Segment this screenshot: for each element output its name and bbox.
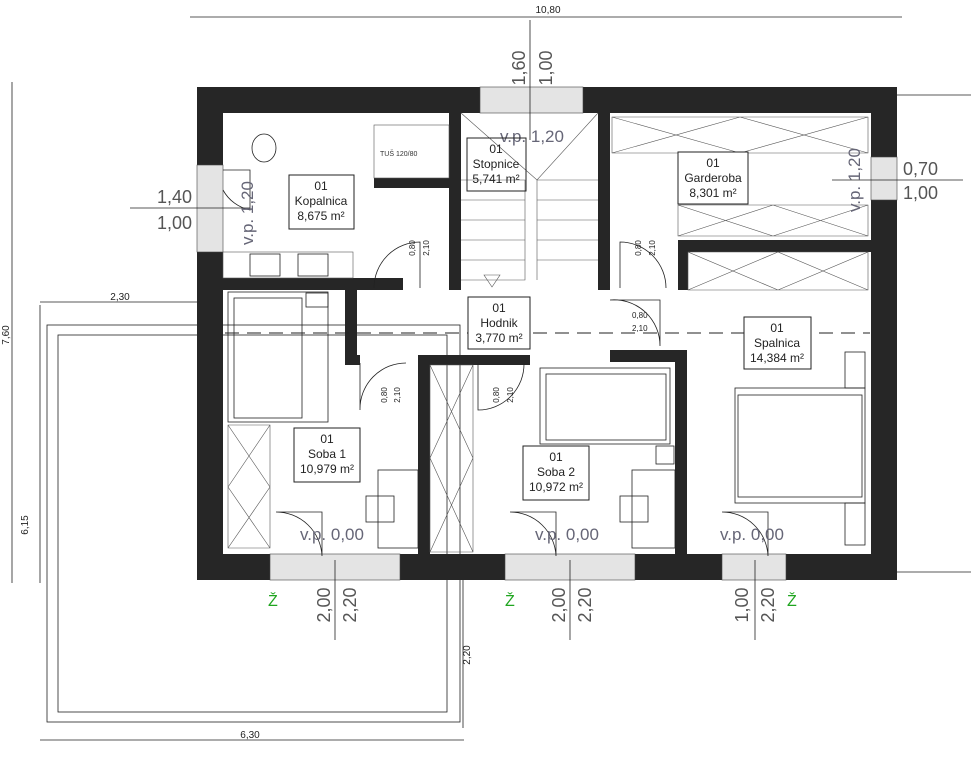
door-width: 0,80 <box>492 387 501 403</box>
dim-terrace-offset: 2,30 <box>110 292 130 303</box>
dimension-lines <box>11 16 963 741</box>
room-number: 01 <box>320 432 334 446</box>
doors <box>222 169 769 557</box>
window-width: 1,40 <box>157 187 192 207</box>
door-height: 2,10 <box>632 324 648 333</box>
room-number: 01 <box>492 301 506 315</box>
dim-terrace-height: 6,15 <box>20 515 31 535</box>
room-soba-1: 01 Soba 1 10,979 m² <box>293 427 361 483</box>
room-garderoba: 01 Garderoba 8,301 m² <box>677 151 749 205</box>
dim-overall-height: 7,60 <box>1 325 12 345</box>
door-height: 2,10 <box>648 240 657 256</box>
furniture <box>222 112 869 553</box>
room-number: 01 <box>549 450 563 464</box>
room-name: Hodnik <box>480 316 518 330</box>
room-soba-2: 01 Soba 2 10,972 m² <box>522 445 590 501</box>
window-height: 1,00 <box>903 183 938 203</box>
room-kopalnica: 01 Kopalnica 8,675 m² <box>288 174 355 230</box>
room-number: 01 <box>706 156 720 170</box>
window-height: 2,20 <box>340 587 360 622</box>
window-sill: v.p. 1,20 <box>845 148 864 212</box>
room-area: 8,301 m² <box>689 186 736 200</box>
door-width: 0,80 <box>634 240 643 256</box>
window-height: 2,20 <box>758 587 778 622</box>
window-width: 1,60 <box>509 50 529 85</box>
room-area: 14,384 m² <box>750 351 804 365</box>
window-sill: v.p. 1,20 <box>500 127 564 146</box>
room-name: Garderoba <box>684 171 742 185</box>
stair-arrow <box>460 112 599 181</box>
sink-icon <box>297 253 329 277</box>
room-number: 01 <box>489 142 503 156</box>
door-height: 2,10 <box>393 387 402 403</box>
window-width: 2,00 <box>314 587 334 622</box>
room-area: 5,741 m² <box>472 172 519 186</box>
room-name: Soba 1 <box>308 447 346 461</box>
room-area: 10,979 m² <box>300 462 354 476</box>
room-name: Stopnice <box>473 157 520 171</box>
toilet-icon <box>251 133 277 163</box>
window-width: 0,70 <box>903 159 938 179</box>
window-height: 1,00 <box>157 213 192 233</box>
room-number: 01 <box>770 321 784 335</box>
orientation-marker: Ž <box>787 591 797 610</box>
door-width: 0,80 <box>632 311 648 320</box>
room-name: Spalnica <box>754 336 800 350</box>
room-spalnica: 01 Spalnica 14,384 m² <box>743 316 812 370</box>
sink-icon <box>249 253 281 277</box>
dim-terrace-gap: 2,20 <box>462 645 473 665</box>
window-height: 1,00 <box>536 50 556 85</box>
window-width: 2,00 <box>549 587 569 622</box>
terrace <box>46 324 461 723</box>
orientation-marker: Ž <box>505 591 515 610</box>
room-area: 8,675 m² <box>297 209 344 223</box>
window-height: 2,20 <box>575 587 595 622</box>
walls <box>197 87 897 580</box>
room-name: Soba 2 <box>537 465 575 479</box>
window-sill: v.p. 0,00 <box>720 525 784 544</box>
window-width: 1,00 <box>732 587 752 622</box>
shower-label: TUŠ 120/80 <box>380 149 417 158</box>
window-sill: v.p. 0,00 <box>535 525 599 544</box>
room-area: 10,972 m² <box>529 480 583 494</box>
room-name: Kopalnica <box>295 194 348 208</box>
orientation-marker: Ž <box>268 591 278 610</box>
door-width: 0,80 <box>408 240 417 256</box>
window-sill: v.p. 0,00 <box>300 525 364 544</box>
door-height: 2,10 <box>422 240 431 256</box>
window-sill: v.p. 1,20 <box>238 181 257 245</box>
room-area: 3,770 m² <box>475 331 522 345</box>
dim-terrace-width: 6,30 <box>240 730 260 741</box>
door-width: 0,80 <box>380 387 389 403</box>
room-hodnik: 01 Hodnik 3,770 m² <box>467 296 531 350</box>
dim-overall-width: 10,80 <box>535 5 560 16</box>
shower <box>373 124 450 179</box>
room-stopnice: 01 Stopnice 5,741 m² <box>466 137 527 192</box>
door-height: 2,10 <box>506 387 515 403</box>
room-number: 01 <box>314 179 328 193</box>
